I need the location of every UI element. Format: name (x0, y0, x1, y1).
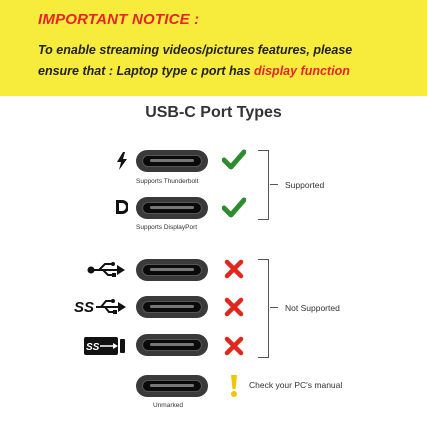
port-caption-thunderbolt: Supports Thunderbolt (136, 178, 199, 185)
notice-line-1: To enable streaming videos/pictures feat… (38, 43, 353, 57)
supported-label: Supported (285, 180, 325, 190)
ss-usb-icon: SS (74, 299, 126, 316)
svg-text:SS: SS (86, 342, 100, 353)
usb-c-port-unmarked (136, 375, 208, 397)
port-caption-unmarked: Unmarked (153, 402, 183, 409)
usb-c-port-ss-usb (136, 296, 208, 318)
check-manual-label: Check your PC's manual (249, 380, 343, 390)
usb-icon (87, 262, 125, 277)
port-caption-displayport: Supports DisplayPort (136, 224, 198, 231)
not-supported-label: Not Supported (285, 303, 340, 313)
supported-bracket (258, 150, 269, 220)
displayport-icon (116, 200, 128, 214)
check-icon (222, 149, 246, 170)
check-icon (222, 197, 246, 218)
notice-highlight: display function (254, 64, 350, 78)
port-types-heading: USB-C Port Types (145, 104, 282, 121)
notice-line-2-text: ensure that : Laptop type c port has (38, 64, 254, 78)
cross-icon (224, 259, 244, 279)
cross-icon (224, 336, 244, 356)
exclamation-icon (231, 375, 237, 397)
not-supported-bracket (258, 259, 269, 358)
notice-line-2: ensure that : Laptop type c port has dis… (38, 64, 350, 78)
thunderbolt-icon (117, 152, 127, 170)
notice-banner: IMPORTANT NOTICE : To enable streaming v… (0, 0, 427, 96)
supported-dash (270, 184, 278, 186)
not-supported-dash (270, 307, 278, 309)
usb-c-port-thunderbolt (136, 150, 208, 172)
usb-c-port-usb (136, 259, 208, 281)
svg-text:SS: SS (74, 299, 94, 316)
notice-title: IMPORTANT NOTICE : (38, 11, 200, 28)
usb-c-port-ss-usb-10 (136, 334, 208, 356)
usb-c-port-displayport (136, 197, 208, 219)
cross-icon (224, 297, 244, 317)
ss-usb-10-icon: SS (84, 337, 125, 355)
